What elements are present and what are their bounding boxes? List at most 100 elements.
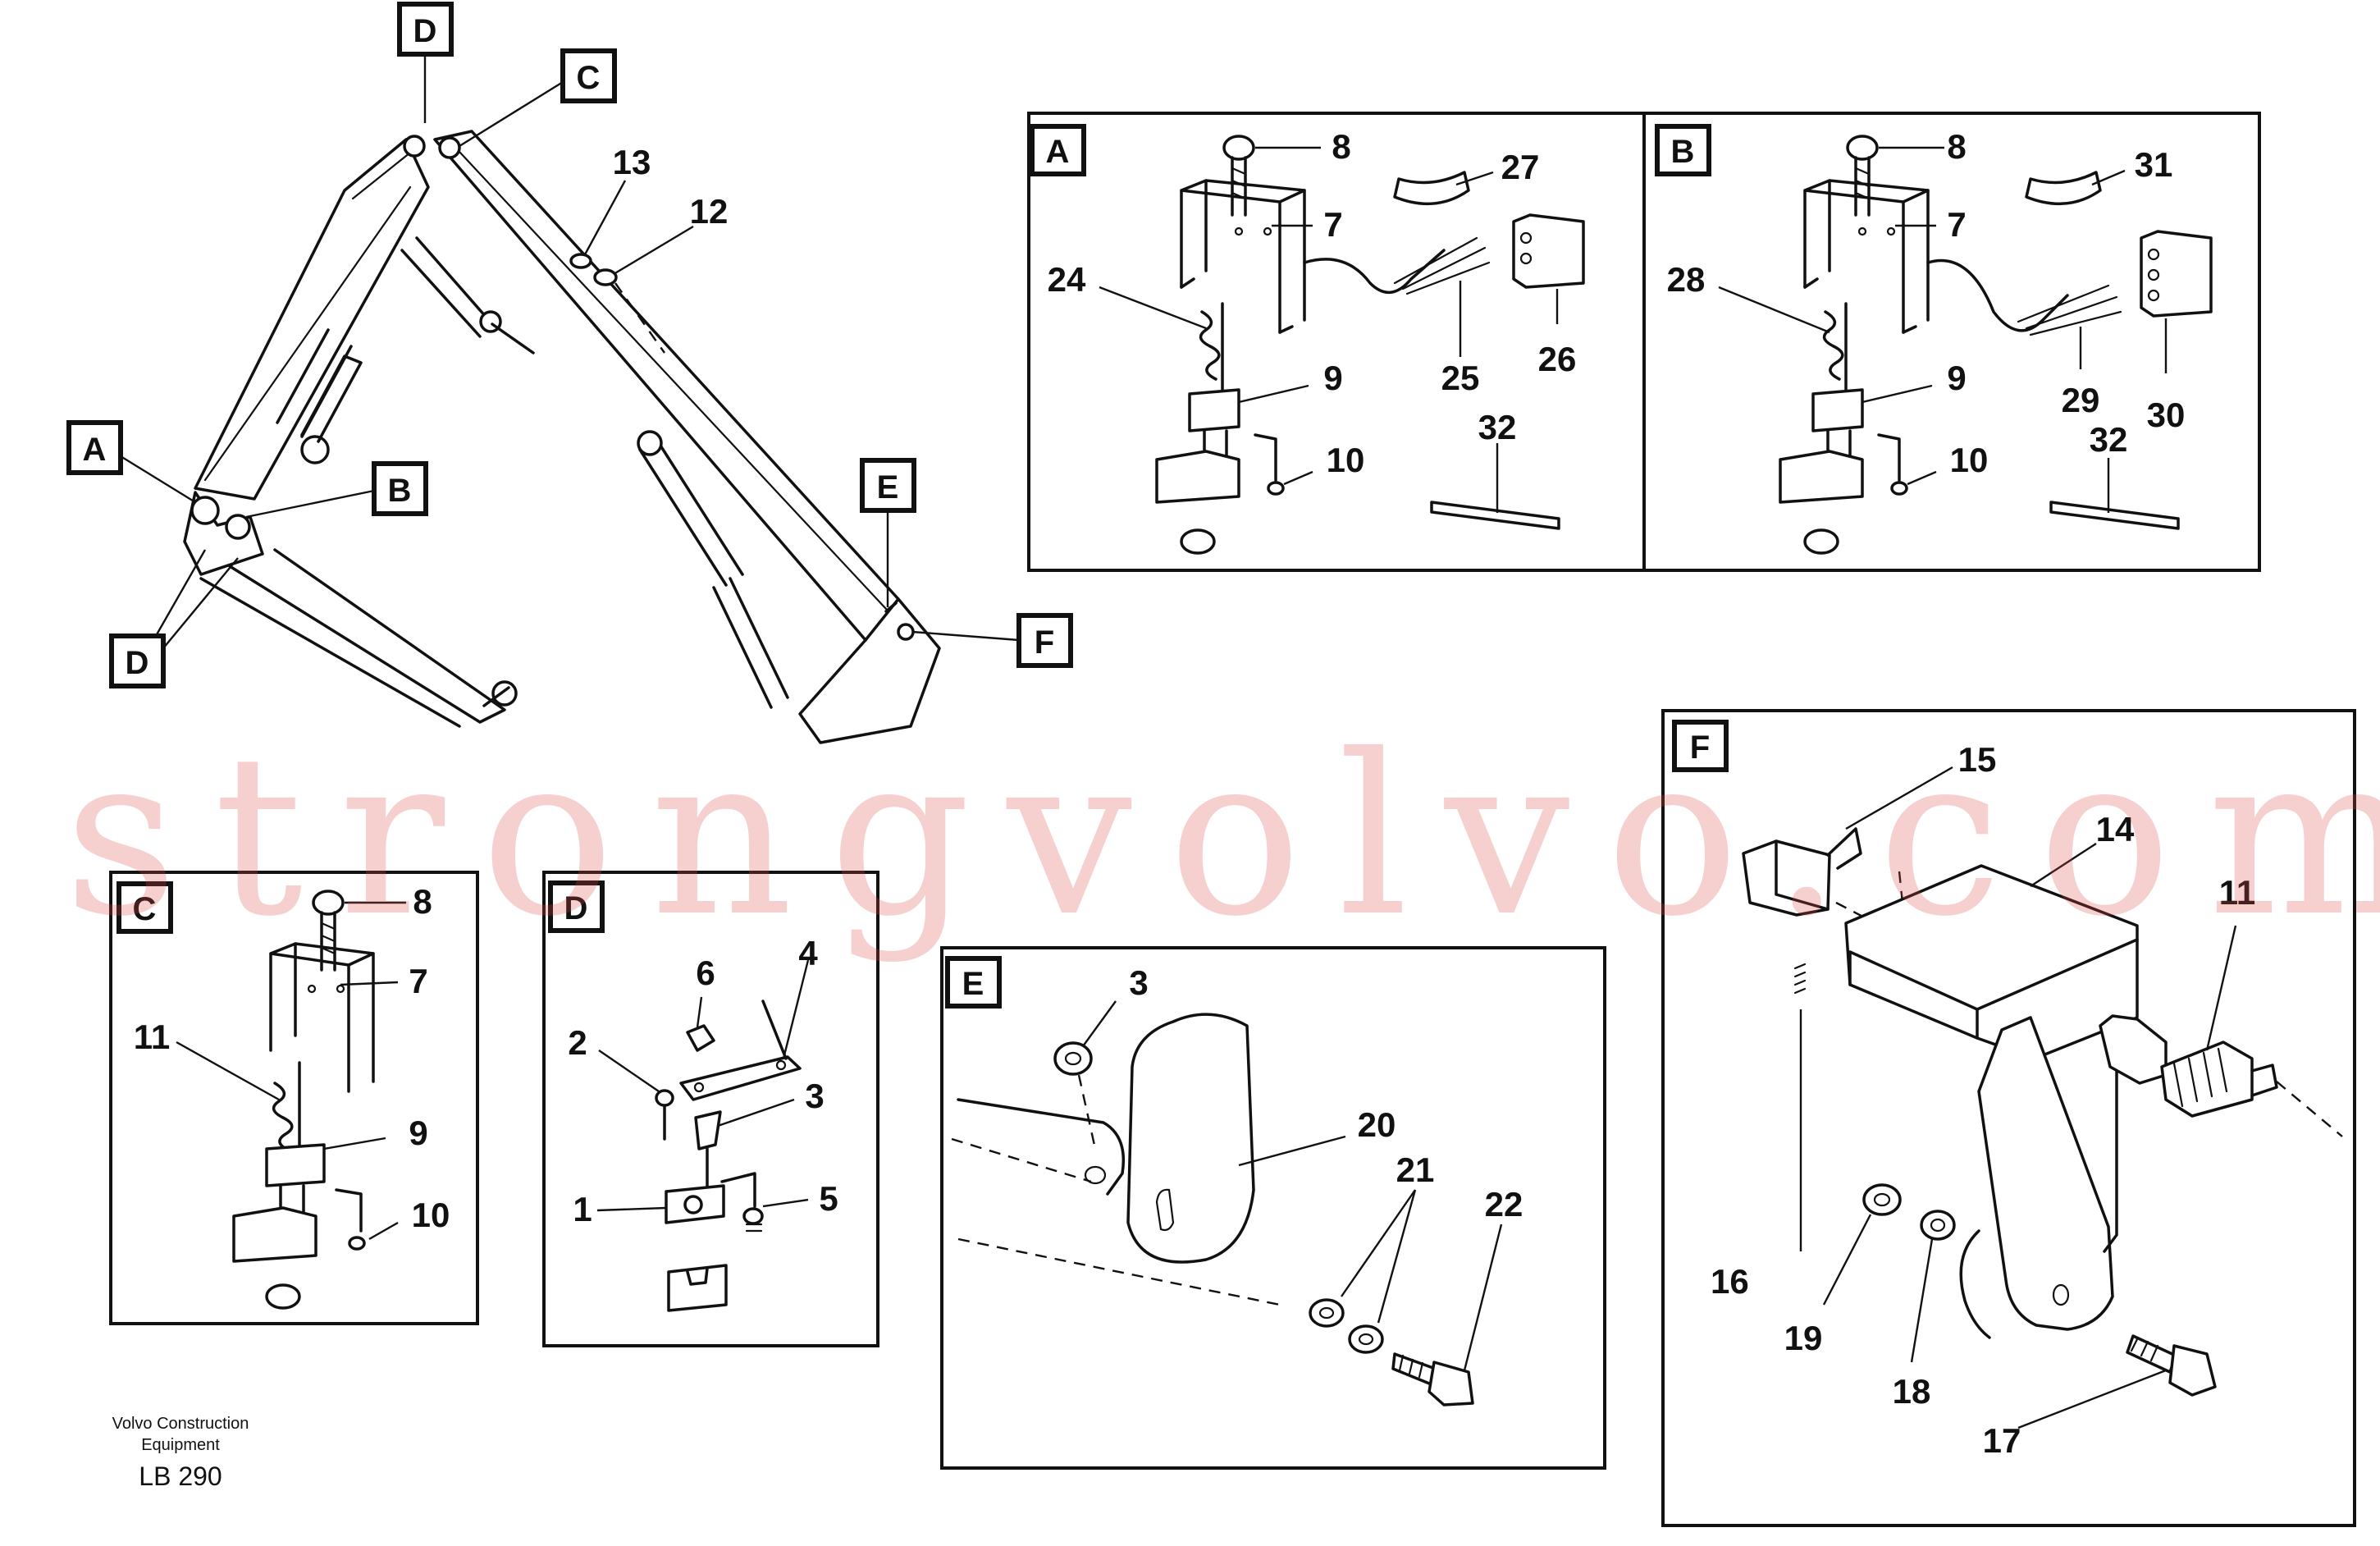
- tag-d-bottom: D: [109, 549, 239, 688]
- panel-c-callout-7: 7: [340, 962, 428, 1000]
- callout-13-overview: 13: [582, 143, 651, 257]
- svg-text:14: 14: [2096, 810, 2135, 848]
- tag-d-top-text: D: [413, 13, 437, 49]
- tag-f: F: [911, 613, 1073, 668]
- svg-text:18: 18: [1893, 1372, 1931, 1411]
- svg-text:9: 9: [1323, 359, 1342, 397]
- panel-f-callout-15: 15: [1845, 740, 1997, 830]
- svg-text:11: 11: [134, 1018, 170, 1056]
- panel-b-callout-28: 28: [1667, 260, 1830, 334]
- svg-text:7: 7: [1947, 205, 1966, 244]
- tag-b-text: B: [388, 473, 412, 509]
- svg-text:19: 19: [1784, 1319, 1823, 1357]
- panel-a-callout-25: 25: [1441, 281, 1480, 397]
- panel-b-callout-29: 29: [2062, 327, 2100, 419]
- tag-b: B: [245, 461, 428, 519]
- panel-d-callout-6: 6: [696, 954, 715, 1028]
- footer-line1: Volvo Construction: [112, 1415, 249, 1433]
- panel-b-callout-10: 10: [1907, 441, 1989, 486]
- svg-text:8: 8: [1947, 127, 1966, 166]
- panel-e-callout-22: 22: [1463, 1185, 1523, 1371]
- svg-text:27: 27: [1501, 148, 1540, 186]
- watermark: strongvolvo.com: [64, 707, 2380, 965]
- panel-a-callout-26: 26: [1538, 289, 1577, 378]
- callout-12-text: 12: [690, 192, 729, 231]
- panel-e-callout-3: 3: [1082, 963, 1149, 1047]
- svg-text:8: 8: [413, 882, 432, 921]
- panel-f-label: F: [1690, 730, 1710, 766]
- svg-text:25: 25: [1441, 359, 1480, 397]
- svg-text:28: 28: [1667, 260, 1706, 299]
- panel-f-callout-17: 17: [1983, 1369, 2167, 1460]
- tag-a: A: [66, 420, 196, 504]
- svg-text:31: 31: [2135, 145, 2173, 184]
- svg-text:4: 4: [798, 934, 818, 972]
- svg-text:11: 11: [2219, 873, 2255, 912]
- panel-a-callout-8: 8: [1255, 127, 1351, 166]
- svg-text:3: 3: [805, 1077, 824, 1115]
- panel-c-callout-11: 11: [134, 1018, 280, 1101]
- overview-boom-drawing: [183, 130, 941, 744]
- panel-b-callout-30: 30: [2147, 318, 2186, 434]
- callout-12-overview: 12: [613, 192, 729, 276]
- svg-text:10: 10: [1327, 441, 1365, 479]
- svg-text:32: 32: [1478, 408, 1517, 446]
- panel-f-callout-14: 14: [2030, 810, 2135, 888]
- svg-text:21: 21: [1396, 1150, 1435, 1189]
- tag-a-text: A: [83, 432, 107, 468]
- svg-text:9: 9: [1947, 359, 1966, 397]
- panel-a-label: A: [1046, 134, 1070, 170]
- svg-text:30: 30: [2147, 396, 2186, 434]
- panel-a-callout-32: 32: [1478, 408, 1517, 513]
- svg-text:7: 7: [409, 962, 427, 1000]
- panel-d-callout-1: 1: [573, 1190, 667, 1228]
- panel-f-callout-11: 11: [2205, 873, 2255, 1051]
- svg-text:10: 10: [1950, 441, 1989, 479]
- footer: Volvo Construction Equipment LB 290: [112, 1415, 249, 1491]
- svg-text:9: 9: [409, 1114, 427, 1152]
- panel-c-callout-8: 8: [345, 882, 432, 921]
- panel-d: D 6 4 2 3 1 5: [542, 871, 879, 1347]
- tag-c-text: C: [577, 60, 601, 96]
- overview-tags: D C A B D E F: [66, 2, 1073, 688]
- svg-text:32: 32: [2090, 420, 2128, 459]
- panel-f-callout-19: 19: [1784, 1214, 1872, 1357]
- svg-text:1: 1: [573, 1190, 592, 1228]
- footer-line2: Equipment: [141, 1436, 220, 1454]
- panel-a-callout-24: 24: [1048, 260, 1207, 330]
- svg-text:22: 22: [1485, 1185, 1523, 1224]
- tag-e: E: [860, 458, 916, 607]
- panel-e-label: E: [962, 966, 984, 1002]
- panel-a-callout-10: 10: [1283, 441, 1365, 486]
- panel-e-callout-20: 20: [1238, 1105, 1396, 1167]
- panel-f-callout-16: 16: [1711, 1009, 1802, 1301]
- tag-d-bottom-text: D: [126, 645, 149, 681]
- panel-b-label: B: [1671, 134, 1695, 170]
- panel-c-callout-10: 10: [368, 1196, 450, 1241]
- panel-d-callout-5: 5: [762, 1179, 838, 1218]
- panel-a-callout-7: 7: [1272, 205, 1343, 244]
- svg-text:15: 15: [1958, 740, 1997, 779]
- svg-text:26: 26: [1538, 340, 1577, 378]
- svg-text:6: 6: [696, 954, 715, 992]
- tag-c: C: [459, 48, 617, 148]
- svg-text:2: 2: [568, 1023, 587, 1062]
- svg-text:29: 29: [2062, 381, 2100, 419]
- svg-text:10: 10: [412, 1196, 450, 1234]
- panel-e-callout-21: 21: [1341, 1150, 1435, 1324]
- svg-text:7: 7: [1323, 205, 1342, 244]
- svg-text:20: 20: [1358, 1105, 1396, 1144]
- panel-a-callout-27: 27: [1455, 148, 1540, 186]
- panel-b-callout-31: 31: [2091, 145, 2173, 186]
- panel-b-callout-7: 7: [1895, 205, 1967, 244]
- tag-f-text: F: [1035, 624, 1054, 661]
- panel-f-callout-18: 18: [1893, 1238, 1934, 1411]
- callout-13-text: 13: [613, 143, 651, 181]
- panel-a-callout-9: 9: [1238, 359, 1343, 404]
- panel-c-callout-9: 9: [323, 1114, 428, 1152]
- tag-e-text: E: [877, 469, 899, 505]
- panel-b-callout-32: 32: [2090, 420, 2128, 513]
- panel-c: C 8 7 11 9 10: [109, 871, 479, 1325]
- panel-a: A 8 7 27 24 25 2: [1027, 112, 1646, 572]
